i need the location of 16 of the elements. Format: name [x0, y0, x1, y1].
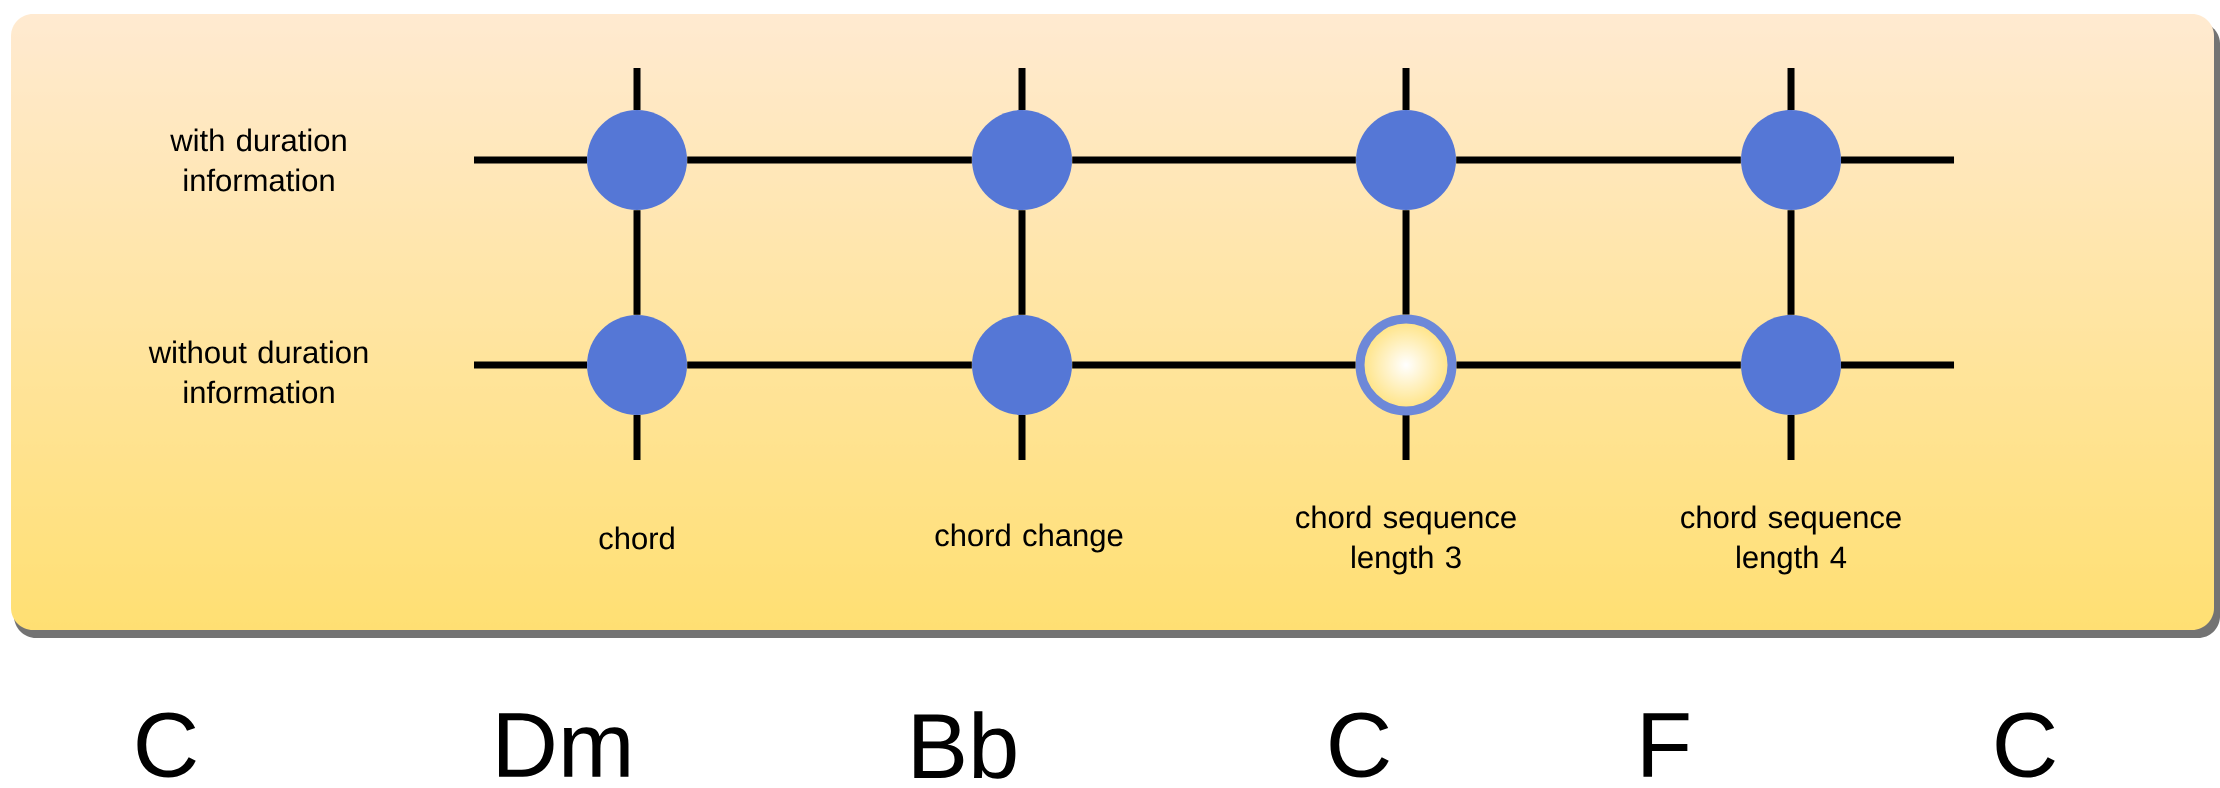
- row-label: with duration information: [170, 128, 346, 192]
- chord-symbol: C: [1330, 712, 1389, 778]
- dot: [972, 110, 1072, 210]
- chord-symbol: Bb: [914, 711, 1016, 779]
- highlighted-dot: [1355, 314, 1457, 416]
- row-label: without duration information: [148, 340, 368, 404]
- dot: [587, 110, 687, 210]
- chord-symbol: C: [137, 712, 196, 778]
- chord-symbol: C: [1996, 712, 2055, 778]
- dot: [587, 315, 687, 415]
- dot: [972, 315, 1072, 415]
- dot: [1741, 315, 1841, 415]
- chord-symbol: Dm: [499, 713, 629, 777]
- chord-symbol: F: [1643, 713, 1689, 777]
- dot: [1356, 110, 1456, 210]
- dot: [1741, 110, 1841, 210]
